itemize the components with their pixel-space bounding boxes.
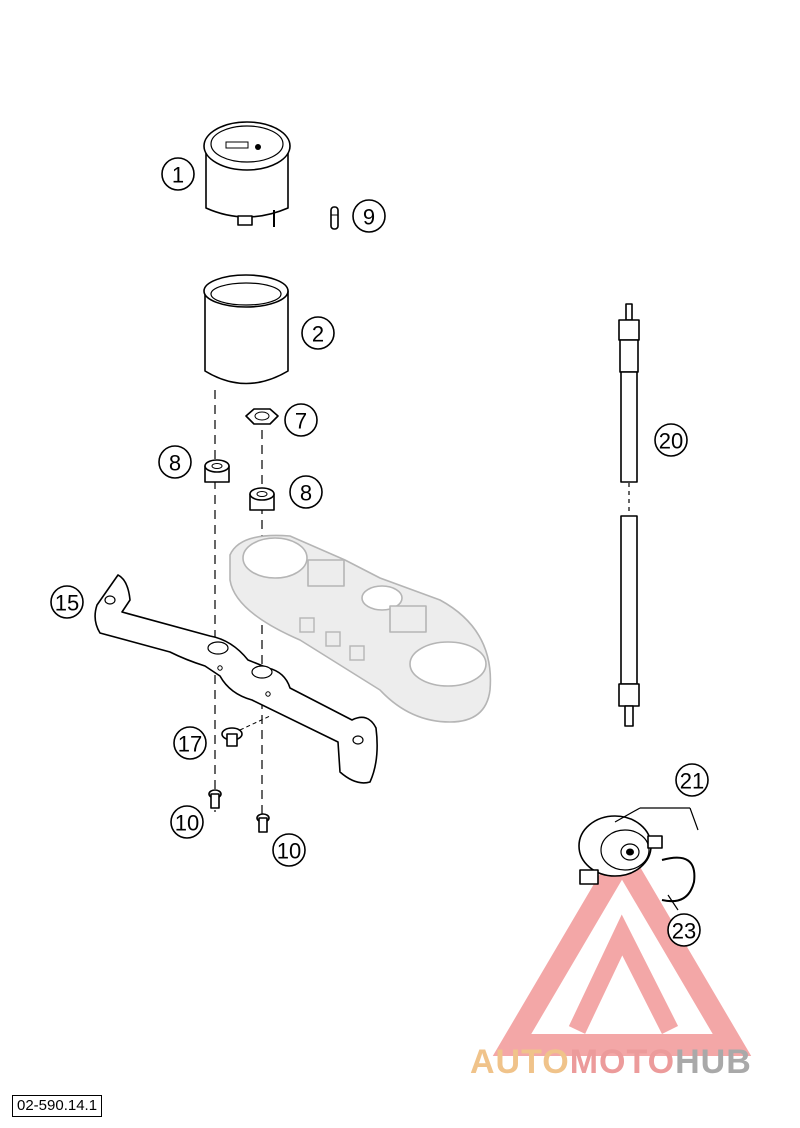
callout-number: 21 xyxy=(680,769,704,794)
callout-circle xyxy=(352,199,386,233)
callout-number: 15 xyxy=(55,591,79,616)
callout-circle xyxy=(50,585,84,619)
callout-7: 7 xyxy=(284,403,318,437)
callout-number: 20 xyxy=(659,429,683,454)
callout-10: 10 xyxy=(170,805,204,839)
grommet-left xyxy=(204,459,230,483)
callout-1: 1 xyxy=(161,157,195,191)
watermark-part-1: AUTO xyxy=(470,1043,570,1081)
speedometer-gauge xyxy=(203,121,291,227)
callout-circle xyxy=(675,763,709,797)
mounting-bracket xyxy=(94,574,378,784)
screw-10-left xyxy=(208,789,222,809)
callout-layer: 1 2 7 8 8 9 10 10 15 17 20 21 23 xyxy=(50,157,709,947)
callout-circle xyxy=(301,316,335,350)
callout-number: 2 xyxy=(312,322,324,347)
callout-number: 9 xyxy=(363,205,375,230)
callout-circle xyxy=(173,726,207,760)
watermark-part-3: HUB xyxy=(675,1043,752,1081)
callout-circle xyxy=(284,403,318,437)
callout-10: 10 xyxy=(272,833,306,867)
callout-circle xyxy=(272,833,306,867)
callout-2: 2 xyxy=(301,316,335,350)
bulb-part xyxy=(330,206,339,230)
callout-circle xyxy=(158,445,192,479)
callout-17: 17 xyxy=(173,726,207,760)
speedometer-drive xyxy=(578,807,699,885)
triple-clamp xyxy=(229,534,492,723)
grommet-right xyxy=(249,487,275,511)
gauge-sleeve xyxy=(203,274,289,385)
callout-23: 23 xyxy=(667,913,701,947)
nut-part xyxy=(245,408,279,425)
callout-circle xyxy=(161,157,195,191)
callout-circle xyxy=(654,423,688,457)
circlip xyxy=(661,856,696,911)
watermark-part-2: MOTO xyxy=(569,1043,676,1081)
callout-20: 20 xyxy=(654,423,688,457)
callout-number: 1 xyxy=(172,163,184,188)
callout-number: 17 xyxy=(178,732,202,757)
speedometer-cable xyxy=(618,303,640,727)
callout-9: 9 xyxy=(352,199,386,233)
callout-circle xyxy=(289,475,323,509)
callout-number: 8 xyxy=(169,451,181,476)
callout-8: 8 xyxy=(289,475,323,509)
callout-number: 7 xyxy=(295,409,307,434)
screw-17 xyxy=(221,715,271,747)
callout-circle xyxy=(170,805,204,839)
diagram-code-label: 02-590.14.1 xyxy=(12,1095,103,1117)
screw-10-right xyxy=(256,813,270,833)
callout-21: 21 xyxy=(675,763,709,797)
watermark-logo xyxy=(492,836,752,1056)
watermark-text: AUTOMOTOHUB xyxy=(470,1043,752,1082)
callout-number: 10 xyxy=(277,839,301,864)
callout-number: 8 xyxy=(300,481,312,506)
callout-number: 23 xyxy=(672,919,696,944)
callout-circle xyxy=(667,913,701,947)
callout-8: 8 xyxy=(158,445,192,479)
callout-number: 10 xyxy=(175,811,199,836)
callout-15: 15 xyxy=(50,585,84,619)
